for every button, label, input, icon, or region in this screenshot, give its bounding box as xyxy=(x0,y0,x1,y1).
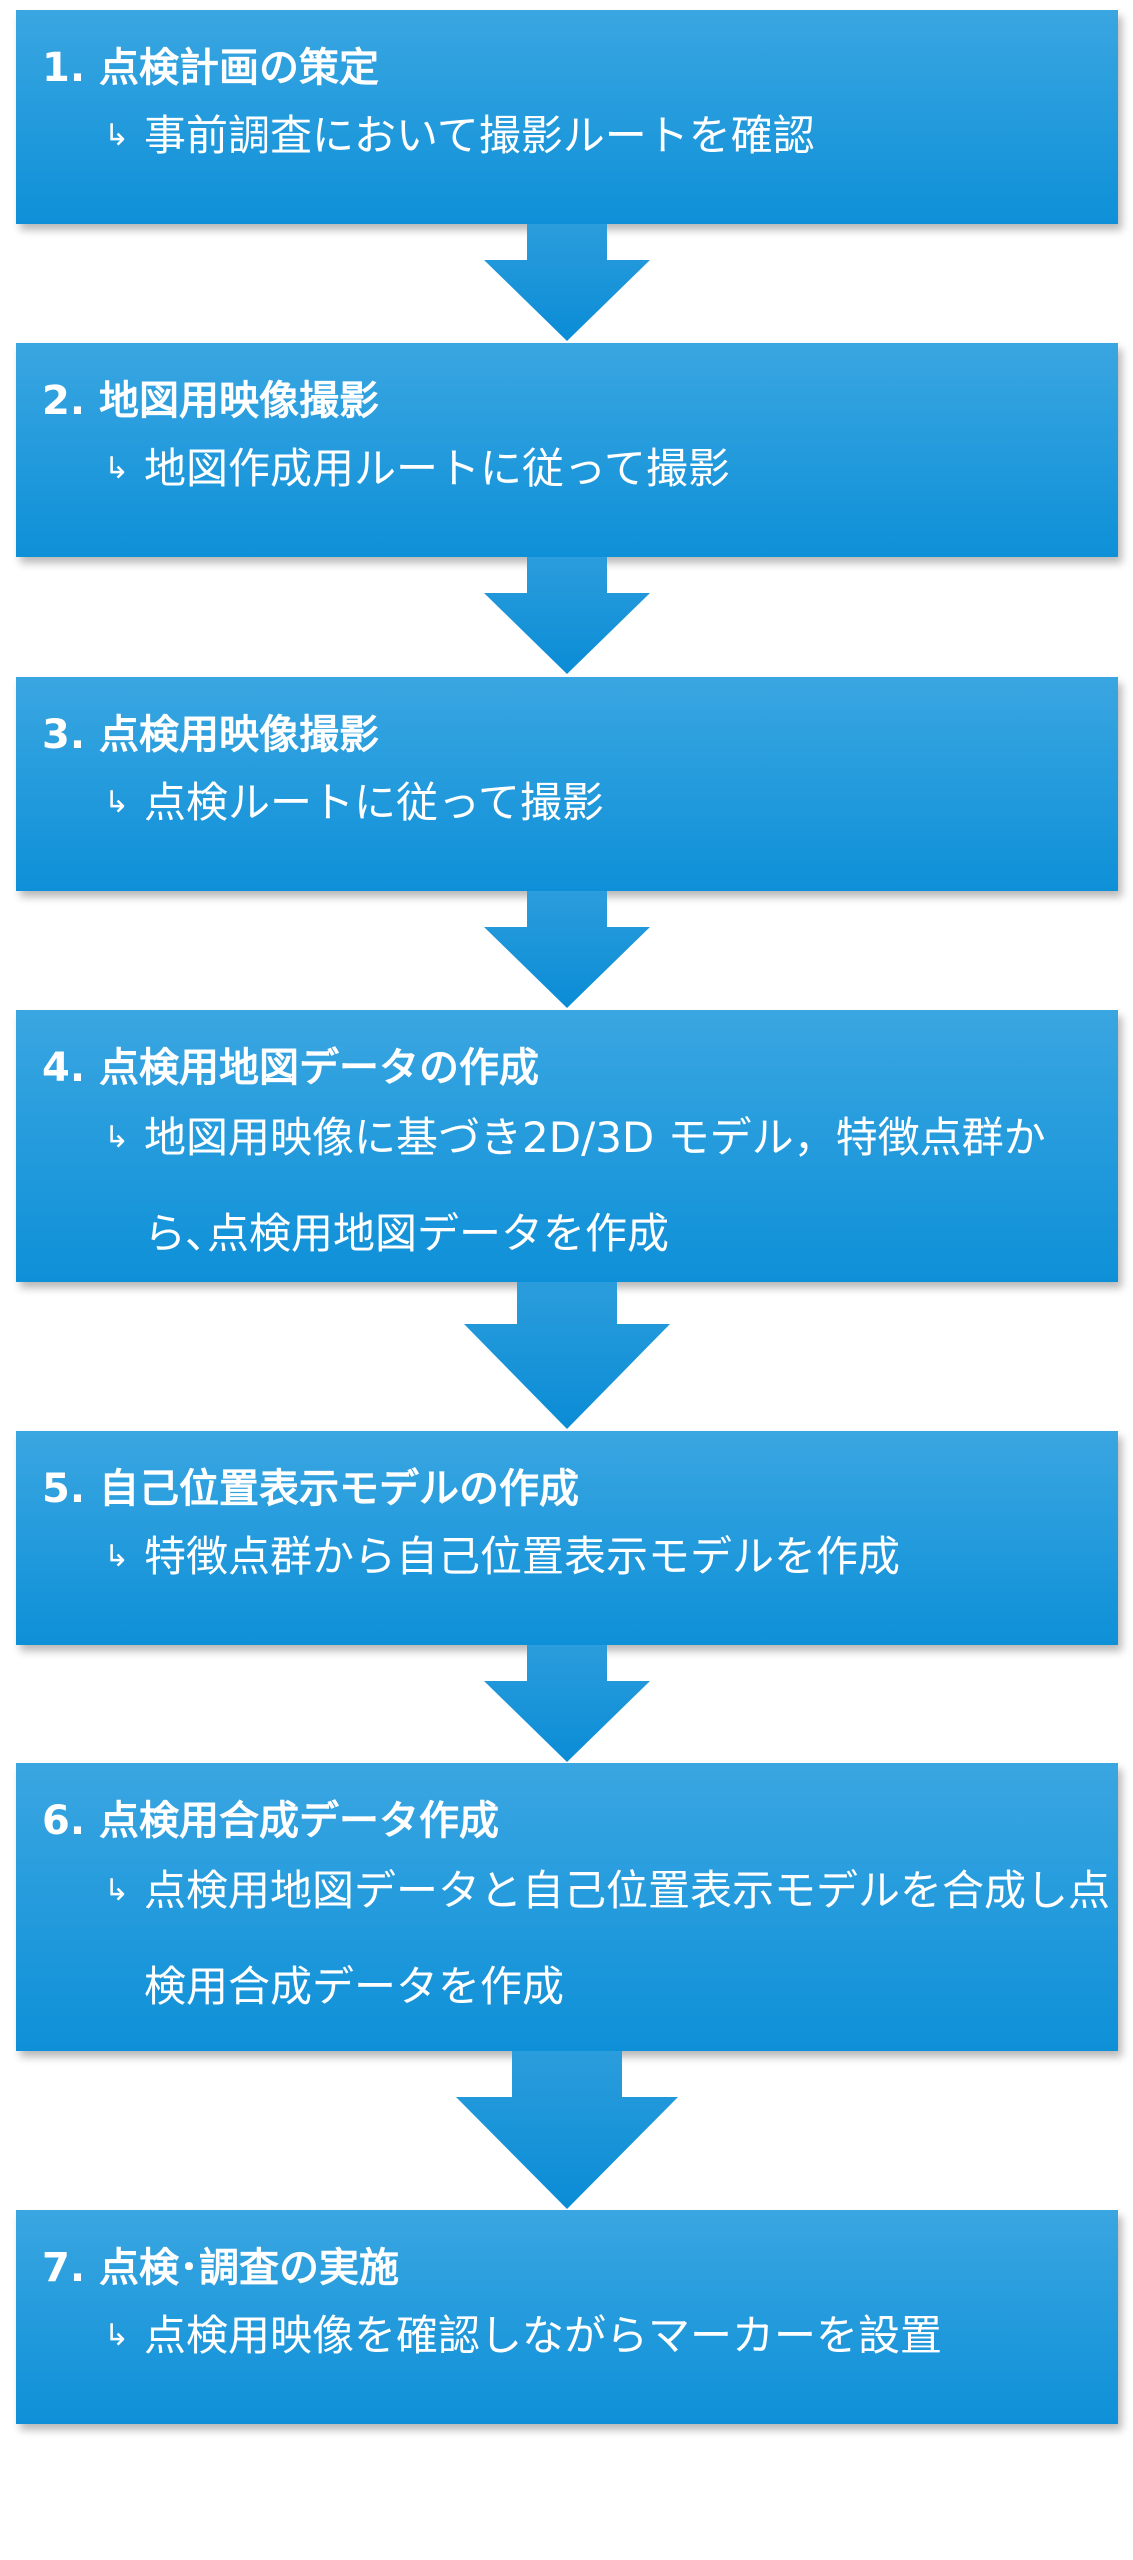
step-detail-text-6: 点検用地図データと自己位置表示モデルを合成し点検用合成データを作成 xyxy=(144,1866,1111,2011)
sub-arrow-icon: ↳ xyxy=(104,1120,130,1155)
step-detail-text-5: 特徴点群から自己位置表示モデルを作成 xyxy=(144,1532,901,1581)
sub-arrow-icon: ↳ xyxy=(104,1539,130,1574)
step-detail-text-1: 事前調査において撮影ルートを確認 xyxy=(144,111,815,160)
step-detail-1: ↳ 事前調査において撮影ルートを確認 xyxy=(104,90,1092,182)
step-detail-6: ↳ 点検用地図データと自己位置表示モデルを合成し点検用合成データを作成 xyxy=(104,1843,1133,2035)
step-box-7: 7. 点検･調査の実施 ↳ 点検用映像を確認しながらマーカーを設置 xyxy=(16,2210,1118,2424)
sub-arrow-icon: ↳ xyxy=(104,785,130,820)
step-detail-text-4: 地図用映像に基づき2D/3D モデル，特徴点群から､点検用地図データを作成 xyxy=(144,1113,1046,1258)
step-title-2: 2. 地図用映像撮影 xyxy=(42,378,379,424)
down-arrow-icon xyxy=(464,1282,670,1429)
step-box-6: 6. 点検用合成データ作成 ↳ 点検用地図データと自己位置表示モデルを合成し点検… xyxy=(16,1763,1118,2051)
down-arrow-icon xyxy=(484,891,650,1008)
step-detail-text-2: 地図作成用ルートに従って撮影 xyxy=(144,444,730,493)
sub-arrow-icon: ↳ xyxy=(104,1873,130,1908)
step-box-4: 4. 点検用地図データの作成 ↳ 地図用映像に基づき2D/3D モデル，特徴点群… xyxy=(16,1010,1118,1282)
step-detail-text-3: 点検ルートに従って撮影 xyxy=(144,778,604,827)
step-box-2: 2. 地図用映像撮影 ↳ 地図作成用ルートに従って撮影 xyxy=(16,343,1118,557)
step-title-3: 3. 点検用映像撮影 xyxy=(42,712,379,758)
down-arrow-icon xyxy=(456,2051,678,2209)
step-title-1: 1. 点検計画の策定 xyxy=(42,45,379,91)
sub-arrow-icon: ↳ xyxy=(104,451,130,486)
step-box-3: 3. 点検用映像撮影 ↳ 点検ルートに従って撮影 xyxy=(16,677,1118,891)
down-arrow-icon xyxy=(484,224,650,341)
down-arrow-icon xyxy=(484,557,650,674)
step-title-4: 4. 点検用地図データの作成 xyxy=(42,1045,539,1091)
step-detail-text-7: 点検用映像を確認しながらマーカーを設置 xyxy=(144,2311,943,2360)
step-box-5: 5. 自己位置表示モデルの作成 ↳ 特徴点群から自己位置表示モデルを作成 xyxy=(16,1431,1118,1645)
step-title-6: 6. 点検用合成データ作成 xyxy=(42,1798,499,1844)
step-box-1: 1. 点検計画の策定 ↳ 事前調査において撮影ルートを確認 xyxy=(16,10,1118,224)
step-detail-5: ↳ 特徴点群から自己位置表示モデルを作成 xyxy=(104,1511,1092,1603)
step-detail-2: ↳ 地図作成用ルートに従って撮影 xyxy=(104,423,1092,515)
sub-arrow-icon: ↳ xyxy=(104,2318,130,2353)
step-detail-4: ↳ 地図用映像に基づき2D/3D モデル，特徴点群から､点検用地図データを作成 xyxy=(104,1090,1104,1282)
step-detail-7: ↳ 点検用映像を確認しながらマーカーを設置 xyxy=(104,2290,1092,2382)
step-detail-3: ↳ 点検ルートに従って撮影 xyxy=(104,757,1092,849)
step-title-7: 7. 点検･調査の実施 xyxy=(42,2245,399,2291)
step-title-5: 5. 自己位置表示モデルの作成 xyxy=(42,1466,579,1512)
sub-arrow-icon: ↳ xyxy=(104,118,130,153)
down-arrow-icon xyxy=(484,1645,650,1762)
